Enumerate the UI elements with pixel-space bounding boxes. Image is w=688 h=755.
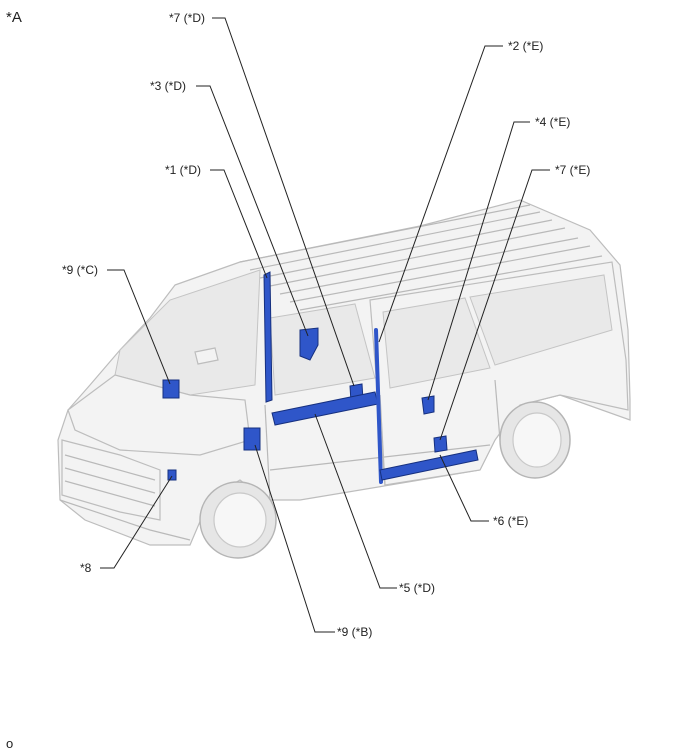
sensor-8 <box>167 469 177 481</box>
callout-8: *8 <box>80 561 92 575</box>
callout-4-e: *4 (*E) <box>535 115 570 129</box>
bottom-code: o <box>6 736 13 751</box>
harness-4-e <box>421 395 435 415</box>
corner-label: *A <box>6 9 22 26</box>
van-illustration <box>57 199 631 559</box>
harness-6-e <box>379 449 479 481</box>
callout-9-b: *9 (*B) <box>337 625 372 639</box>
leader-lines <box>100 17 550 633</box>
callout-6-e: *6 (*E) <box>493 514 528 528</box>
harness-3-d <box>299 327 319 361</box>
leader-3-d <box>196 85 309 337</box>
leader-7-e <box>439 169 550 441</box>
leader-6-e <box>439 454 489 522</box>
callout-7-e: *7 (*E) <box>555 163 590 177</box>
leader-9-c <box>107 269 171 385</box>
leader-5-d <box>314 413 397 589</box>
harness-2-e <box>374 328 383 484</box>
leader-7-d <box>212 17 355 387</box>
callout-1-d: *1 (*D) <box>165 163 201 177</box>
leader-1-d <box>210 169 268 279</box>
leader-2-e <box>378 45 503 343</box>
harness-7-e <box>433 435 448 453</box>
callout-9-c: *9 (*C) <box>62 263 98 277</box>
highlighted-harnesses <box>162 271 479 484</box>
labels: *A *7 (*D) *3 (*D) *1 (*D) *9 (*C) *2 (*… <box>6 9 590 751</box>
ecu-9-c <box>162 379 180 399</box>
callout-5-d: *5 (*D) <box>399 581 435 595</box>
ecu-9-b <box>243 427 261 451</box>
leader-8 <box>100 475 173 569</box>
harness-1-d <box>263 271 273 403</box>
leader-4-e <box>427 121 530 401</box>
callout-2-e: *2 (*E) <box>508 39 543 53</box>
callout-7-d: *7 (*D) <box>169 11 205 25</box>
callout-3-d: *3 (*D) <box>150 79 186 93</box>
leader-9-b <box>254 444 335 633</box>
